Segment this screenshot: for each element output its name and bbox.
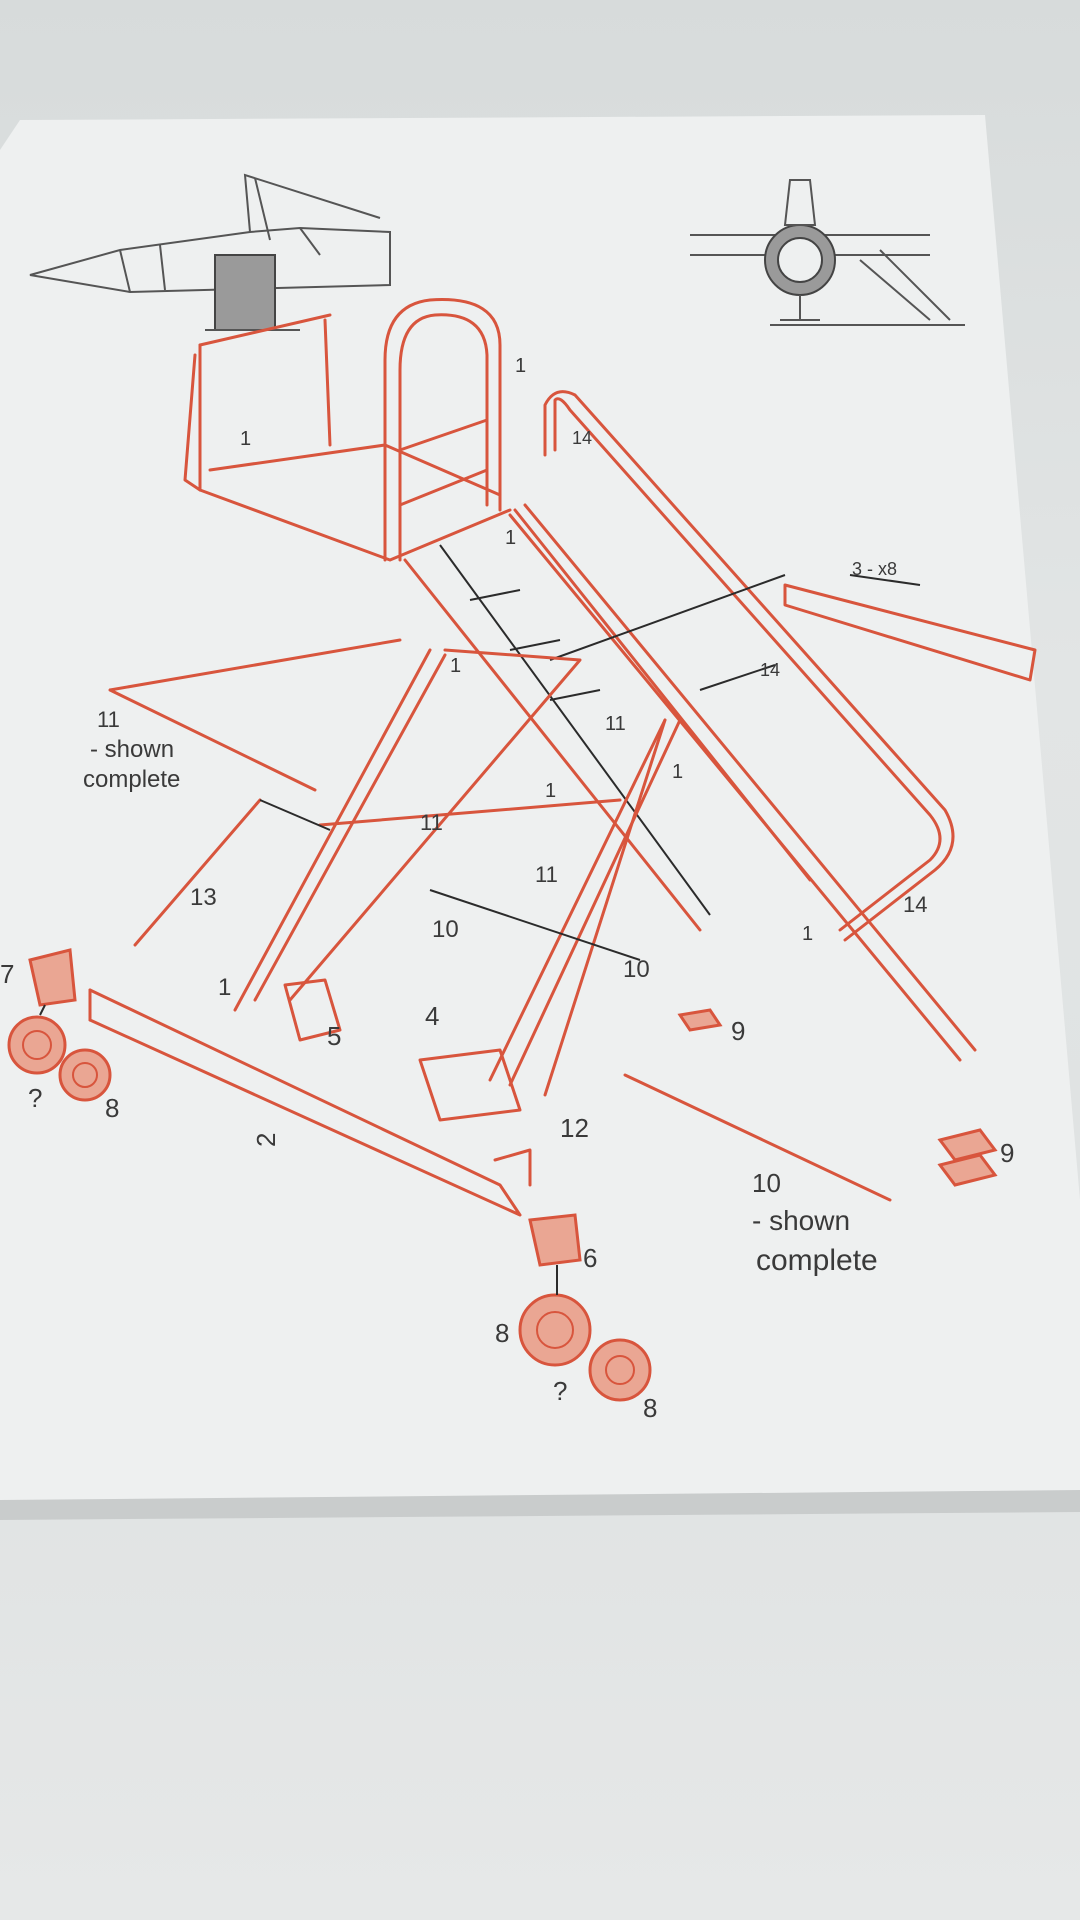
label-ladder-upper: 1: [505, 527, 516, 549]
label-foot-5: 5: [327, 1021, 341, 1051]
label-leg-left: 1: [218, 974, 231, 1001]
label-ladder-joint: 1: [545, 780, 556, 802]
paper-shadow-edge: [0, 1490, 1080, 1520]
part-labels: 1 1 14 3 - x8 14 1 1 1 1 1 11 11 11 11 -…: [0, 355, 1014, 1423]
label-tread: 3 - x8: [852, 559, 897, 579]
label-ladder-right: 1: [672, 761, 683, 783]
label-brace-11-c: 11: [535, 862, 558, 887]
label-strut-10-a: 10: [432, 916, 459, 943]
label-caster-6: 6: [583, 1243, 597, 1273]
label-brace-11-loose-num: 11: [97, 707, 120, 732]
label-part-12: 12: [560, 1113, 589, 1143]
label-pad-9-b: 9: [1000, 1138, 1014, 1168]
label-wheel-8-b: 8: [495, 1318, 509, 1348]
label-wheel-8-c: 8: [643, 1393, 657, 1423]
label-ladder-lower: 1: [802, 923, 813, 945]
label-strut-10-loose-note-1: - shown: [752, 1205, 850, 1236]
label-unknown-b: ?: [553, 1376, 567, 1406]
aircraft-front-view: [690, 179, 965, 326]
label-strut-10-loose-num: 10: [752, 1168, 781, 1198]
label-unknown-a: ?: [28, 1083, 42, 1113]
label-brace-11-a: 11: [605, 713, 626, 735]
label-foot-4: 4: [425, 1001, 439, 1031]
label-platform: 1: [240, 428, 251, 450]
label-handrail-top: 1: [515, 355, 526, 377]
label-strut-10-loose-note-2: complete: [756, 1244, 878, 1277]
label-strut-13: 13: [190, 884, 217, 911]
label-wheel-8-a: 8: [105, 1093, 119, 1123]
label-strut-10-b: 10: [623, 956, 650, 983]
label-ladder-mid: 1: [450, 655, 461, 677]
ladder-assembly: [7, 298, 1037, 1402]
label-brace-11-loose-note-2: complete: [83, 766, 180, 793]
label-handrail-side: 14: [572, 428, 592, 448]
label-caster-7: 7: [0, 959, 14, 989]
label-brace-11-loose-note-1: - shown: [90, 736, 174, 763]
label-brace-11-b: 11: [420, 810, 443, 835]
label-rail-14-right: 14: [903, 892, 927, 917]
label-base-beam: 2: [251, 1133, 281, 1147]
label-pad-9-a: 9: [731, 1016, 745, 1046]
label-side-rail: 14: [760, 660, 780, 680]
aircraft-side-view: [29, 173, 391, 331]
